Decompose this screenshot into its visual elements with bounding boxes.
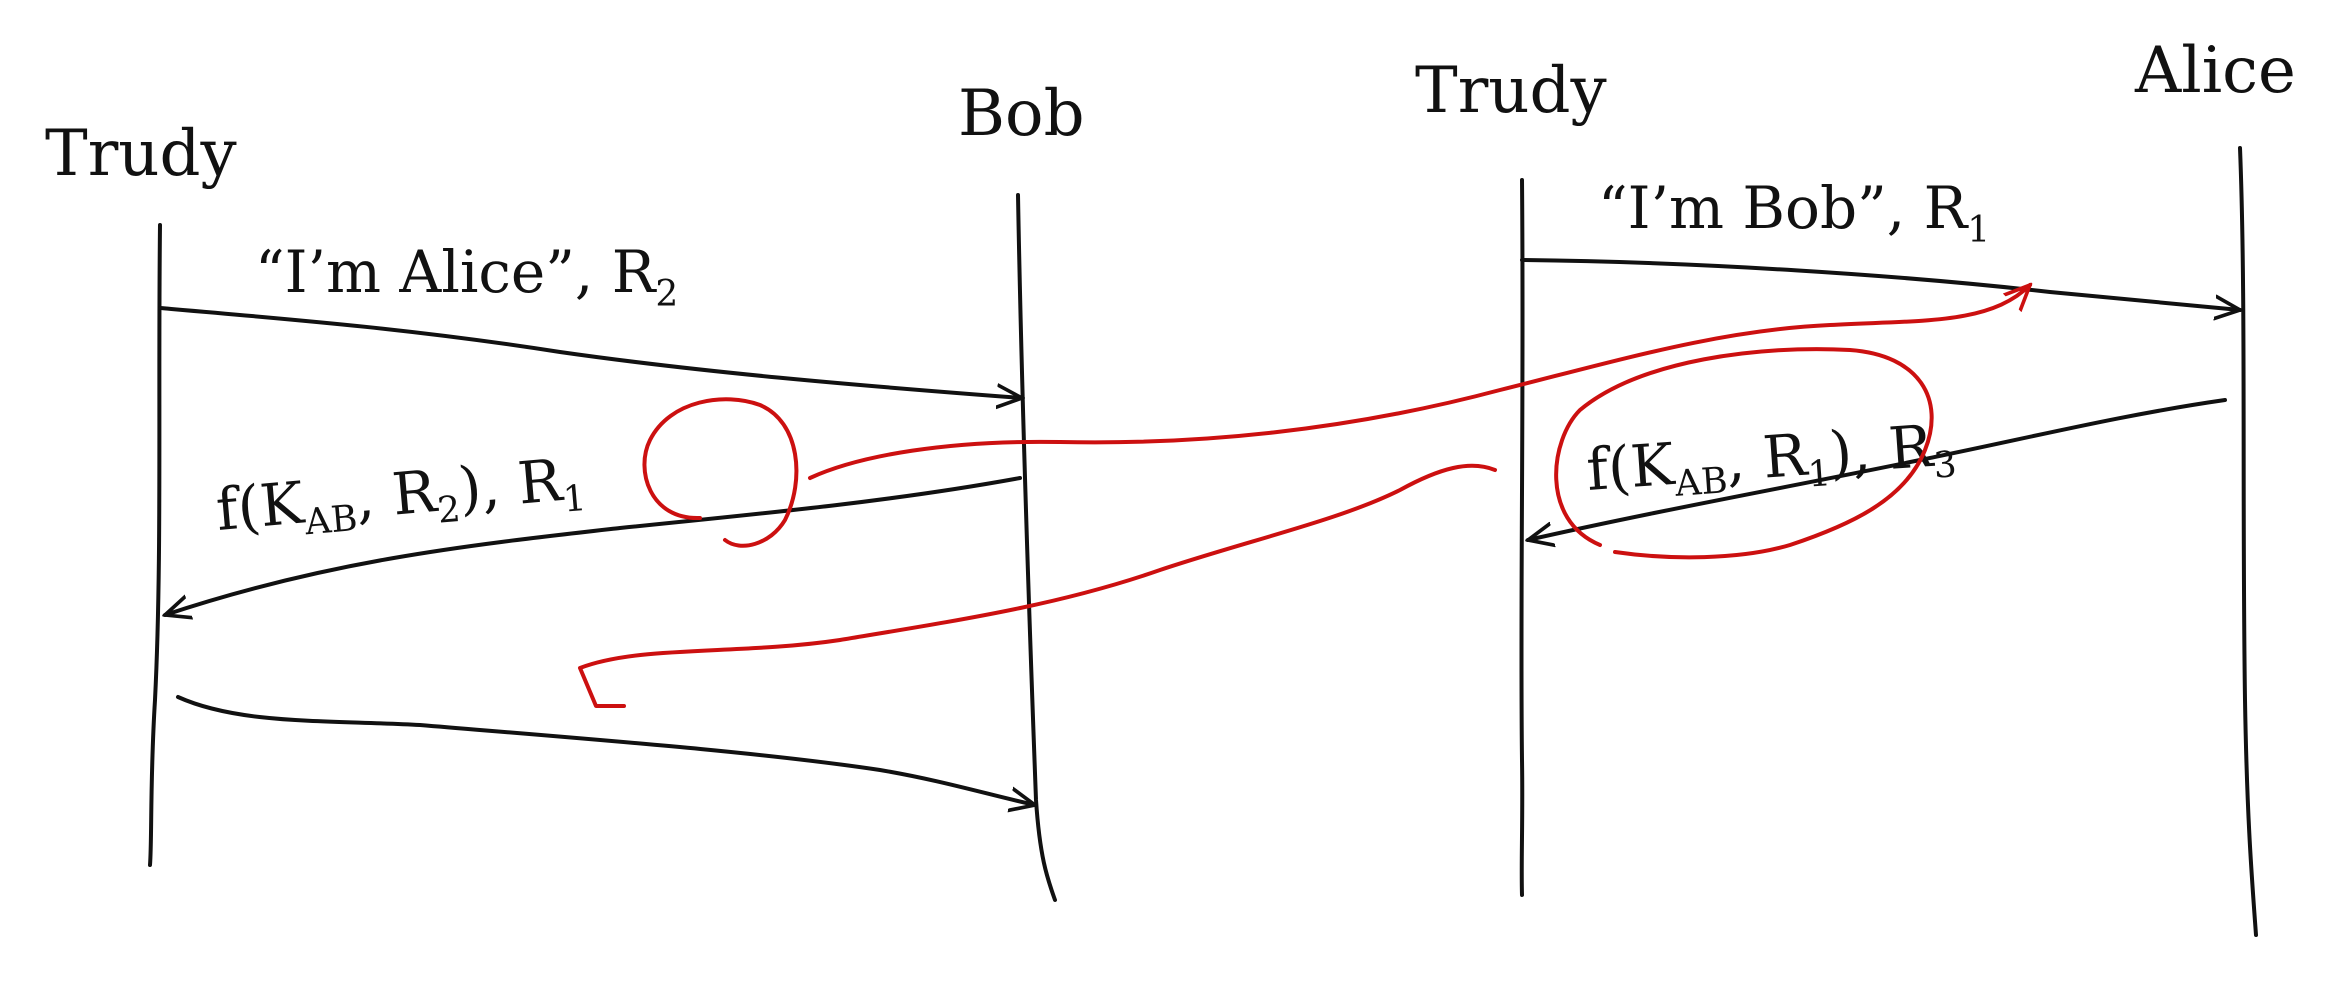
right-message-2-sub-b: 3 [1932,444,1958,486]
left-message-2-text-b: , R [353,457,441,532]
right-panel: Trudy Alice “I’m Bob”, R1 f(KAB, R1), R3 [1415,34,2296,937]
copy-f-r1-curve [578,463,1497,708]
right-f-r1-circle [1554,347,1934,560]
right-trudy-lifeline [1519,178,1525,897]
right-message-2-label: f(KAB, R1), R3 [1584,410,1958,511]
right-message-1-arrow [1520,258,2240,310]
left-message-1-text: “I’m Alice”, R [255,238,658,306]
left-message-2-arrow [165,476,1022,615]
copy-r1-curve [808,285,2030,480]
right-message-2-text-a: f(K [1584,430,1678,504]
left-bob-lifeline [1016,193,1057,902]
left-message-3-arrow [176,695,1035,805]
left-message-2-label: f(KAB, R2), R1 [213,444,588,551]
left-message-2-text-c: ), R [456,446,567,523]
left-message-1-label: “I’m Alice”, R2 [255,238,678,315]
left-trudy-lifeline [148,223,162,867]
right-message-2-sub-a: 1 [1807,453,1833,495]
right-message-2-text-b: , R [1724,421,1811,495]
left-message-2-text-a: f(K [213,468,308,544]
left-message-2-kab: AB [302,498,359,544]
left-actor-bob-label: Bob [958,77,1085,151]
right-actor-trudy-label: Trudy [1415,54,1607,128]
left-panel: Trudy Bob “I’m Alice”, R2 f(KAB, R2), R1 [45,77,1085,902]
left-actor-trudy-label: Trudy [45,117,237,191]
left-message-2-sub-a: 2 [436,489,462,532]
right-message-2-arrow [1528,398,2227,540]
red-annotations [578,285,2030,708]
left-message-1-arrow [158,306,1022,398]
right-message-2-kab: AB [1673,460,1729,505]
right-message-1-subscript: 1 [1967,210,1990,251]
right-message-1-text: “I’m Bob”, R [1598,174,1970,242]
right-message-2-text-c: ), R [1827,412,1937,487]
left-r1-circle [642,397,799,548]
right-actor-alice-label: Alice [2134,34,2296,108]
left-message-2-sub-b: 1 [561,478,587,521]
left-message-1-subscript: 2 [655,274,678,315]
right-message-1-label: “I’m Bob”, R1 [1598,174,1990,251]
right-alice-lifeline [2238,146,2258,937]
